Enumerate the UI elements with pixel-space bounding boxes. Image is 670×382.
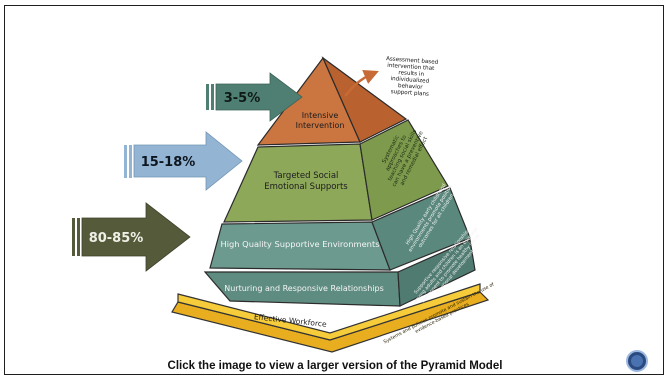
- arrow-15-18-label: 15-18%: [141, 155, 196, 170]
- note-intensive: Assessment basedintervention that result…: [384, 56, 439, 98]
- tier-nurturing-side: [397, 239, 476, 307]
- label-high-quality: High Quality Supportive Environments: [220, 239, 379, 249]
- arrow-3-5: 3-5%: [206, 72, 303, 122]
- circle-button-inner: [631, 355, 643, 367]
- arrow-3-5-label: 3-5%: [224, 91, 261, 106]
- arrow-15-18: 15-18%: [124, 131, 243, 191]
- circle-button-icon[interactable]: [626, 350, 648, 372]
- apex-arrow: [344, 70, 379, 97]
- label-nurturing: Nurturing and Responsive Relationships: [224, 284, 384, 293]
- tier-intensive-side: [321, 56, 408, 143]
- base-platform: [171, 283, 490, 353]
- tier-high-quality-side: [371, 187, 471, 271]
- arrow-80-85-label: 80-85%: [89, 231, 144, 246]
- tier-targeted-side: [359, 119, 449, 221]
- image-caption: Click the image to view a larger version…: [167, 360, 503, 372]
- arrow-80-85: 80-85%: [72, 202, 191, 272]
